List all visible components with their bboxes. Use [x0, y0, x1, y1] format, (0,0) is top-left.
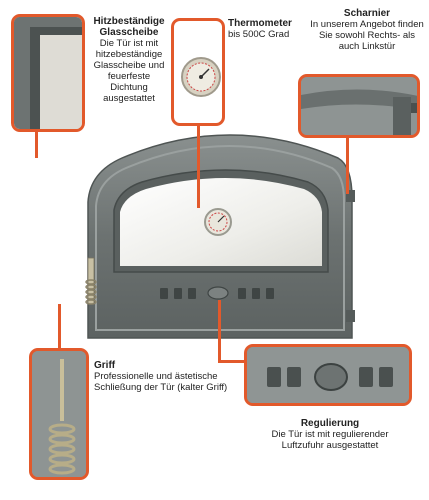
hinge-text: In unserem Angebot finden Sie sowohl Rec… — [310, 19, 424, 52]
glass-text: Die Tür ist mit hitzebeständige Glassche… — [93, 38, 165, 104]
thermometer-callout-image — [171, 18, 225, 126]
regulation-connector — [218, 300, 221, 362]
regulation-text: Die Tür ist mit regulierender Luftzufuhr… — [271, 429, 389, 451]
thermometer-text: bis 500C Grad — [228, 29, 290, 40]
regulation-title: Regulierung — [300, 418, 360, 429]
regulation-callout-image — [244, 344, 412, 406]
glass-connector — [35, 132, 38, 158]
handle-title: Griff — [94, 360, 116, 371]
handle-callout-image — [29, 348, 89, 480]
air-vent-slots — [160, 288, 274, 299]
hinge-connector — [346, 138, 349, 194]
glass-callout-image — [11, 14, 85, 132]
door-handle — [85, 257, 97, 305]
glass-title: Hitzbeständige Glasscheibe — [93, 16, 165, 38]
thermometer-title: Thermometer — [228, 18, 292, 29]
thermometer-connector — [197, 126, 200, 208]
regulation-connector-h — [218, 360, 246, 363]
handle-connector — [58, 304, 61, 348]
regulator-knob — [207, 286, 229, 300]
hinge-callout-image — [298, 74, 420, 138]
hinge-title: Scharnier — [343, 8, 391, 19]
handle-text: Professionelle und ästetische Schließung… — [94, 371, 228, 393]
